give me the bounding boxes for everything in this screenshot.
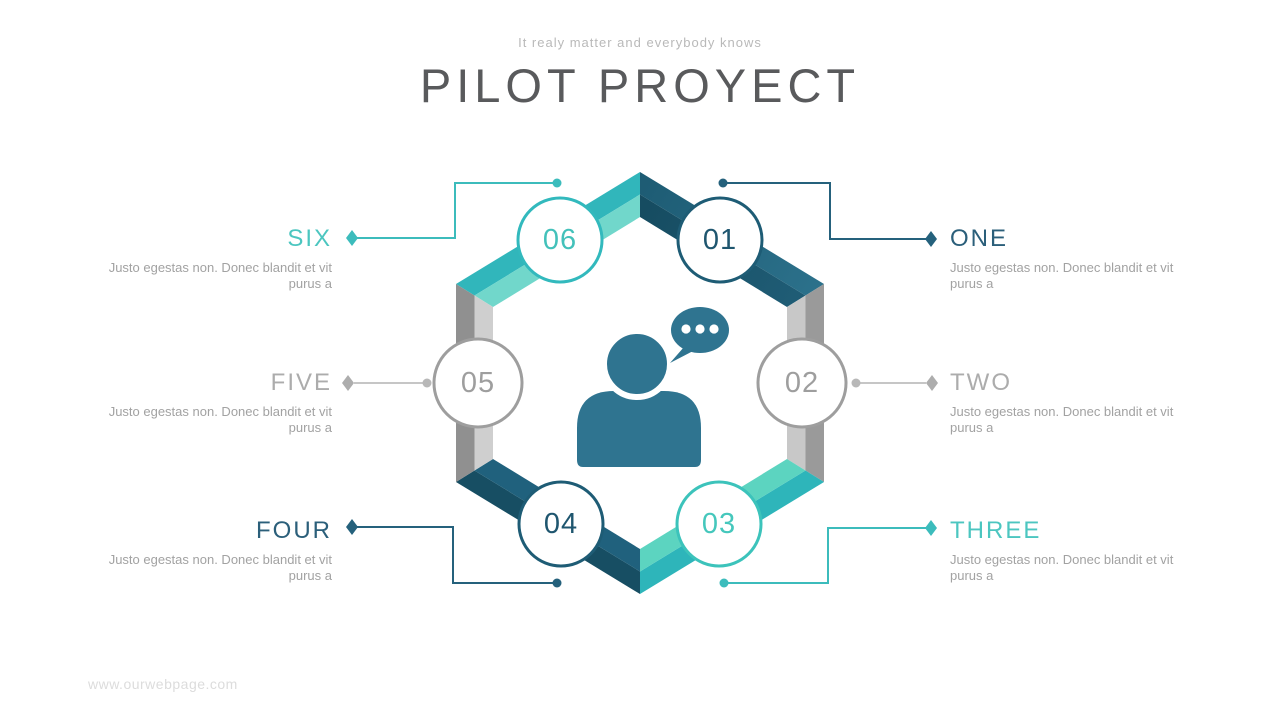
ellipsis-dot <box>681 324 691 334</box>
item-one-description: Justo egestas non. Donec blandit et vit … <box>950 260 1210 292</box>
desc-line: purus a <box>288 568 332 583</box>
item-two-description: Justo egestas non. Donec blandit et vit … <box>950 404 1210 436</box>
diamond-marker <box>925 520 937 536</box>
desc-line: Justo egestas non. Donec blandit et vit <box>108 260 332 275</box>
connector-dot <box>718 178 728 188</box>
node-circles <box>432 196 848 568</box>
item-one-label: ONE <box>950 225 1009 252</box>
node-number-01: 01 <box>702 224 738 256</box>
connector-six <box>346 178 562 246</box>
connector-three <box>719 520 937 588</box>
item-one: ONE Justo egestas non. Donec blandit et … <box>950 224 1210 292</box>
item-three-description: Justo egestas non. Donec blandit et vit … <box>950 552 1210 584</box>
node-circle-06 <box>516 196 604 284</box>
item-four: FOUR Justo egestas non. Donec blandit et… <box>72 516 332 584</box>
connector-five <box>342 375 432 391</box>
slide-subtitle: It realy matter and everybody knows <box>518 35 762 50</box>
desc-line: purus a <box>950 568 994 583</box>
diamond-marker <box>342 375 354 391</box>
node-number-03: 03 <box>701 508 737 540</box>
node-circle-01 <box>676 196 764 284</box>
person-body <box>577 391 701 467</box>
desc-line: purus a <box>950 420 994 435</box>
website-url: www.ourwebpage.com <box>88 676 238 692</box>
connector-dot <box>552 178 562 188</box>
connector-dot <box>719 578 729 588</box>
desc-line: purus a <box>288 420 332 435</box>
item-four-label: FOUR <box>256 517 332 544</box>
item-two-label: TWO <box>950 369 1012 396</box>
desc-line: Justo egestas non. Donec blandit et vit <box>950 552 1174 567</box>
diamond-marker <box>346 230 358 246</box>
diamond-marker <box>925 231 937 247</box>
slide-title: PILOT PROYECT <box>419 59 861 112</box>
connector-one <box>718 178 937 247</box>
desc-line: Justo egestas non. Donec blandit et vit <box>950 404 1174 419</box>
item-five-label: FIVE <box>270 369 332 396</box>
connector-two <box>851 375 938 391</box>
item-six: SIX Justo egestas non. Donec blandit et … <box>72 224 332 292</box>
node-number-04: 04 <box>543 508 579 540</box>
item-six-description: Justo egestas non. Donec blandit et vit … <box>72 260 332 292</box>
connector-dot <box>422 378 432 388</box>
desc-line: Justo egestas non. Donec blandit et vit <box>108 404 332 419</box>
item-three-label: THREE <box>950 517 1042 544</box>
item-three: THREE Justo egestas non. Donec blandit e… <box>950 516 1210 584</box>
person-speaking-icon <box>577 307 729 467</box>
ellipsis-dot <box>695 324 705 334</box>
node-number-05: 05 <box>460 367 496 399</box>
speech-bubble-icon <box>670 307 729 363</box>
item-six-label: SIX <box>287 225 332 252</box>
node-number-06: 06 <box>542 224 578 256</box>
connector-dot <box>851 378 861 388</box>
ellipsis-dot <box>709 324 719 334</box>
diamond-marker <box>926 375 938 391</box>
desc-line: purus a <box>950 276 994 291</box>
item-two: TWO Justo egestas non. Donec blandit et … <box>950 368 1210 436</box>
item-five: FIVE Justo egestas non. Donec blandit et… <box>72 368 332 436</box>
node-number-02: 02 <box>784 367 820 399</box>
connector-four <box>346 519 562 588</box>
desc-line: purus a <box>288 276 332 291</box>
item-five-description: Justo egestas non. Donec blandit et vit … <box>72 404 332 436</box>
node-circle-02 <box>756 337 848 429</box>
desc-line: Justo egestas non. Donec blandit et vit <box>108 552 332 567</box>
item-four-description: Justo egestas non. Donec blandit et vit … <box>72 552 332 584</box>
node-circle-05 <box>432 337 524 429</box>
diamond-marker <box>346 519 358 535</box>
connector-dot <box>552 578 562 588</box>
desc-line: Justo egestas non. Donec blandit et vit <box>950 260 1174 275</box>
node-circle-04 <box>517 480 605 568</box>
node-circle-03 <box>675 480 763 568</box>
person-head <box>601 328 673 400</box>
